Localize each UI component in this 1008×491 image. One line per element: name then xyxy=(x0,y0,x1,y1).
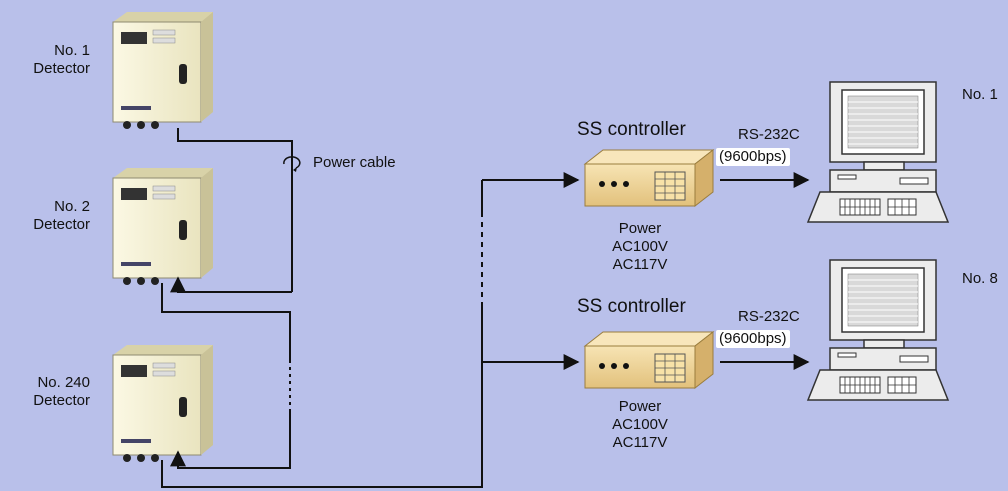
controller-1-power-block: Power AC100V AC117V xyxy=(590,220,690,274)
detector-2-label: No. 2 Detector xyxy=(0,198,90,234)
controller-1-volt1: AC100V xyxy=(612,238,668,255)
computer-8-label: No. 8 xyxy=(962,270,998,287)
controller-2-baud: (9600bps) xyxy=(716,330,790,348)
power-cable-loop-icon xyxy=(283,156,301,172)
controller-2-power-block: Power AC100V AC117V xyxy=(590,398,690,452)
controller-wiring xyxy=(480,172,580,370)
controller-1-title: SS controller xyxy=(577,119,686,140)
detector-240-number: No. 240 xyxy=(37,374,90,391)
controller-1-link: RS-232C xyxy=(738,126,800,143)
power-cable-label: Power cable xyxy=(313,154,396,171)
controller-2 xyxy=(583,330,715,390)
controller-1-volt2: AC117V xyxy=(612,256,668,273)
computer-1 xyxy=(806,81,950,223)
detector-2-number: No. 2 xyxy=(54,198,90,215)
controller-1 xyxy=(583,148,715,208)
controller-1-baud: (9600bps) xyxy=(716,148,790,166)
detector-240-label: No. 240 Detector xyxy=(0,374,90,410)
controller-2-power: Power xyxy=(618,398,662,415)
detector-1-text: Detector xyxy=(33,60,90,77)
controller-1-power: Power xyxy=(618,220,662,237)
power-cable-wiring xyxy=(161,128,483,488)
detector-1-label: No. 1 Detector xyxy=(0,42,90,78)
detector-2-text: Detector xyxy=(33,216,90,233)
computer-1-label: No. 1 xyxy=(962,86,998,103)
controller-2-volt2: AC117V xyxy=(612,434,668,451)
detector-1 xyxy=(112,12,213,129)
detector-240-text: Detector xyxy=(33,392,90,409)
rs232c-links xyxy=(720,172,810,370)
detector-1-number: No. 1 xyxy=(54,42,90,59)
detector-240 xyxy=(112,345,213,462)
controller-2-link: RS-232C xyxy=(738,308,800,325)
detector-2 xyxy=(112,168,213,285)
controller-2-title: SS controller xyxy=(577,296,686,317)
controller-2-volt1: AC100V xyxy=(612,416,668,433)
computer-8 xyxy=(806,259,950,401)
